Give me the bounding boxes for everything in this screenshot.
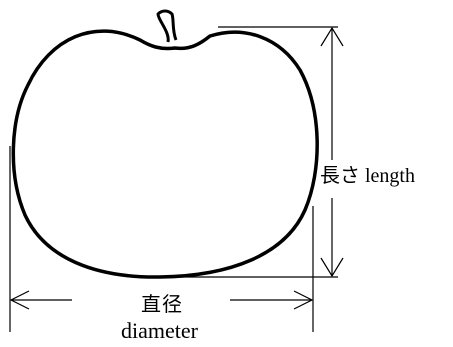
diameter-arrow-left <box>9 290 30 310</box>
length-label: 長さ length <box>320 165 415 187</box>
length-arrow-down <box>320 257 344 278</box>
fruit-outline <box>11 29 319 279</box>
diameter-label-english: diameter <box>121 318 198 343</box>
diameter-arrow-right <box>293 290 314 310</box>
diameter-label-japanese: 直径 <box>141 294 183 316</box>
fruit-stem <box>156 9 178 43</box>
length-arrow-up <box>320 26 344 47</box>
